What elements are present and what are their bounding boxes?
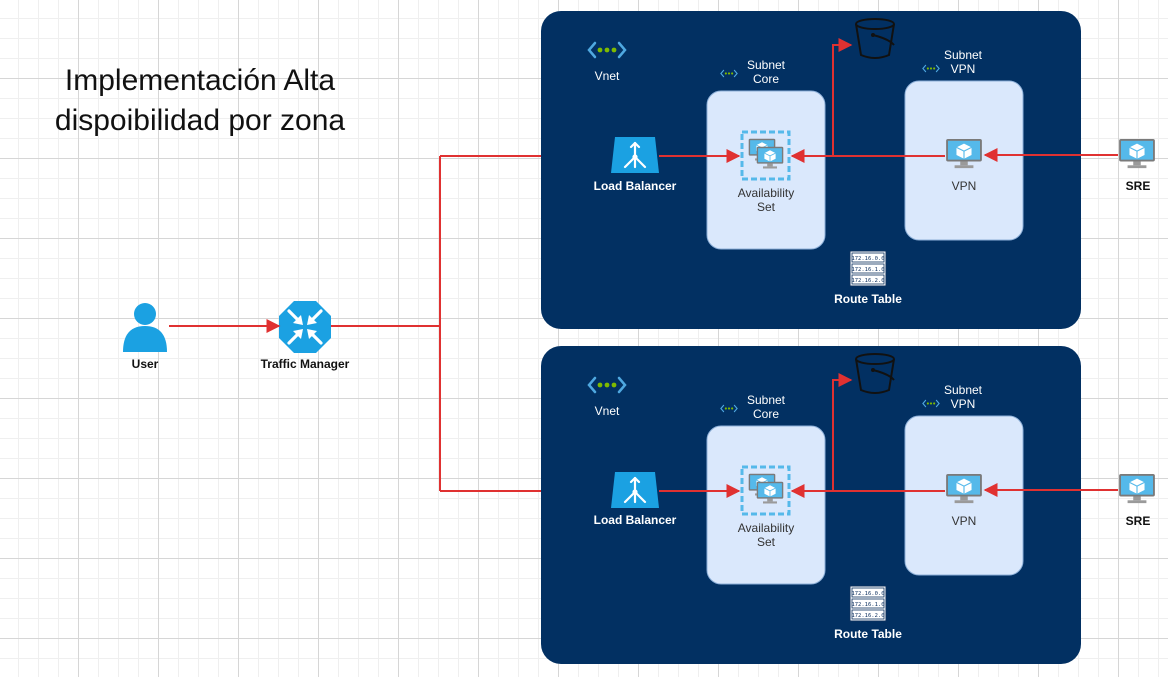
user-icon[interactable]: [123, 303, 167, 352]
subnet-core-label-line2: Core: [753, 72, 779, 86]
route-table-entry: 172.16.1.0: [851, 267, 884, 273]
vpn-label: VPN: [952, 179, 977, 193]
route-table-entry: 172.16.2.0: [851, 613, 884, 619]
availability-set-frame[interactable]: [740, 465, 791, 516]
subnet-core-label-line1: Subnet: [747, 393, 786, 407]
zone-2: Vnet Subnet Core Subnet VPN Load Balance…: [541, 346, 1156, 664]
sre-label: SRE: [1126, 514, 1151, 528]
subnet-core-box[interactable]: [706, 425, 826, 585]
subnet-vpn-label-line2: VPN: [951, 62, 976, 76]
availability-set-label-line2: Set: [757, 200, 776, 214]
vnet-label: Vnet: [595, 69, 620, 83]
subnet-vpn-label-line2: VPN: [951, 397, 976, 411]
route-table-entry: 172.16.0.0: [851, 256, 884, 262]
load-balancer-icon[interactable]: [611, 472, 659, 508]
subnet-core-label-line1: Subnet: [747, 58, 786, 72]
user-label: User: [132, 357, 159, 371]
route-table-label: Route Table: [834, 292, 902, 306]
subnet-core-box[interactable]: [706, 90, 826, 250]
zone-1: Vnet Subnet Core Subnet VPN Load Balance…: [541, 11, 1156, 329]
load-balancer-icon[interactable]: [611, 137, 659, 173]
subnet-vpn-label-line1: Subnet: [944, 48, 983, 62]
diagram-title-line2: dispoibilidad por zona: [55, 104, 346, 137]
sre-vm-icon[interactable]: [1118, 473, 1156, 504]
availability-set-to-bucket-arrow: [792, 38, 853, 157]
route-table-label: Route Table: [834, 627, 902, 641]
traffic-manager-icon[interactable]: [279, 301, 331, 353]
vpn-label: VPN: [952, 514, 977, 528]
diagram-title-line1: Implementación Alta: [65, 64, 335, 97]
subnet-vpn-label-line1: Subnet: [944, 383, 983, 397]
sre-label: SRE: [1126, 179, 1151, 193]
route-table-icon[interactable]: 172.16.0.0 172.16.1.0 172.16.2.0: [849, 250, 887, 287]
availability-set-label-line1: Availability: [738, 521, 794, 535]
route-table-entry: 172.16.1.0: [851, 602, 884, 608]
load-balancer-label: Load Balancer: [594, 179, 677, 193]
route-table-icon[interactable]: 172.16.0.0 172.16.1.0 172.16.2.0: [849, 585, 887, 622]
load-balancer-label: Load Balancer: [594, 513, 677, 527]
sre-vm-icon[interactable]: [1118, 138, 1156, 169]
route-table-entry: 172.16.2.0: [851, 278, 884, 284]
availability-set-label-line2: Set: [757, 535, 776, 549]
availability-set-label-line1: Availability: [738, 186, 794, 200]
route-table-entry: 172.16.0.0: [851, 591, 884, 597]
traffic-manager-label: Traffic Manager: [261, 357, 350, 371]
subnet-core-label-line2: Core: [753, 407, 779, 421]
vnet-label: Vnet: [595, 404, 620, 418]
availability-set-to-bucket-arrow: [792, 373, 853, 492]
availability-set-frame[interactable]: [740, 130, 791, 181]
